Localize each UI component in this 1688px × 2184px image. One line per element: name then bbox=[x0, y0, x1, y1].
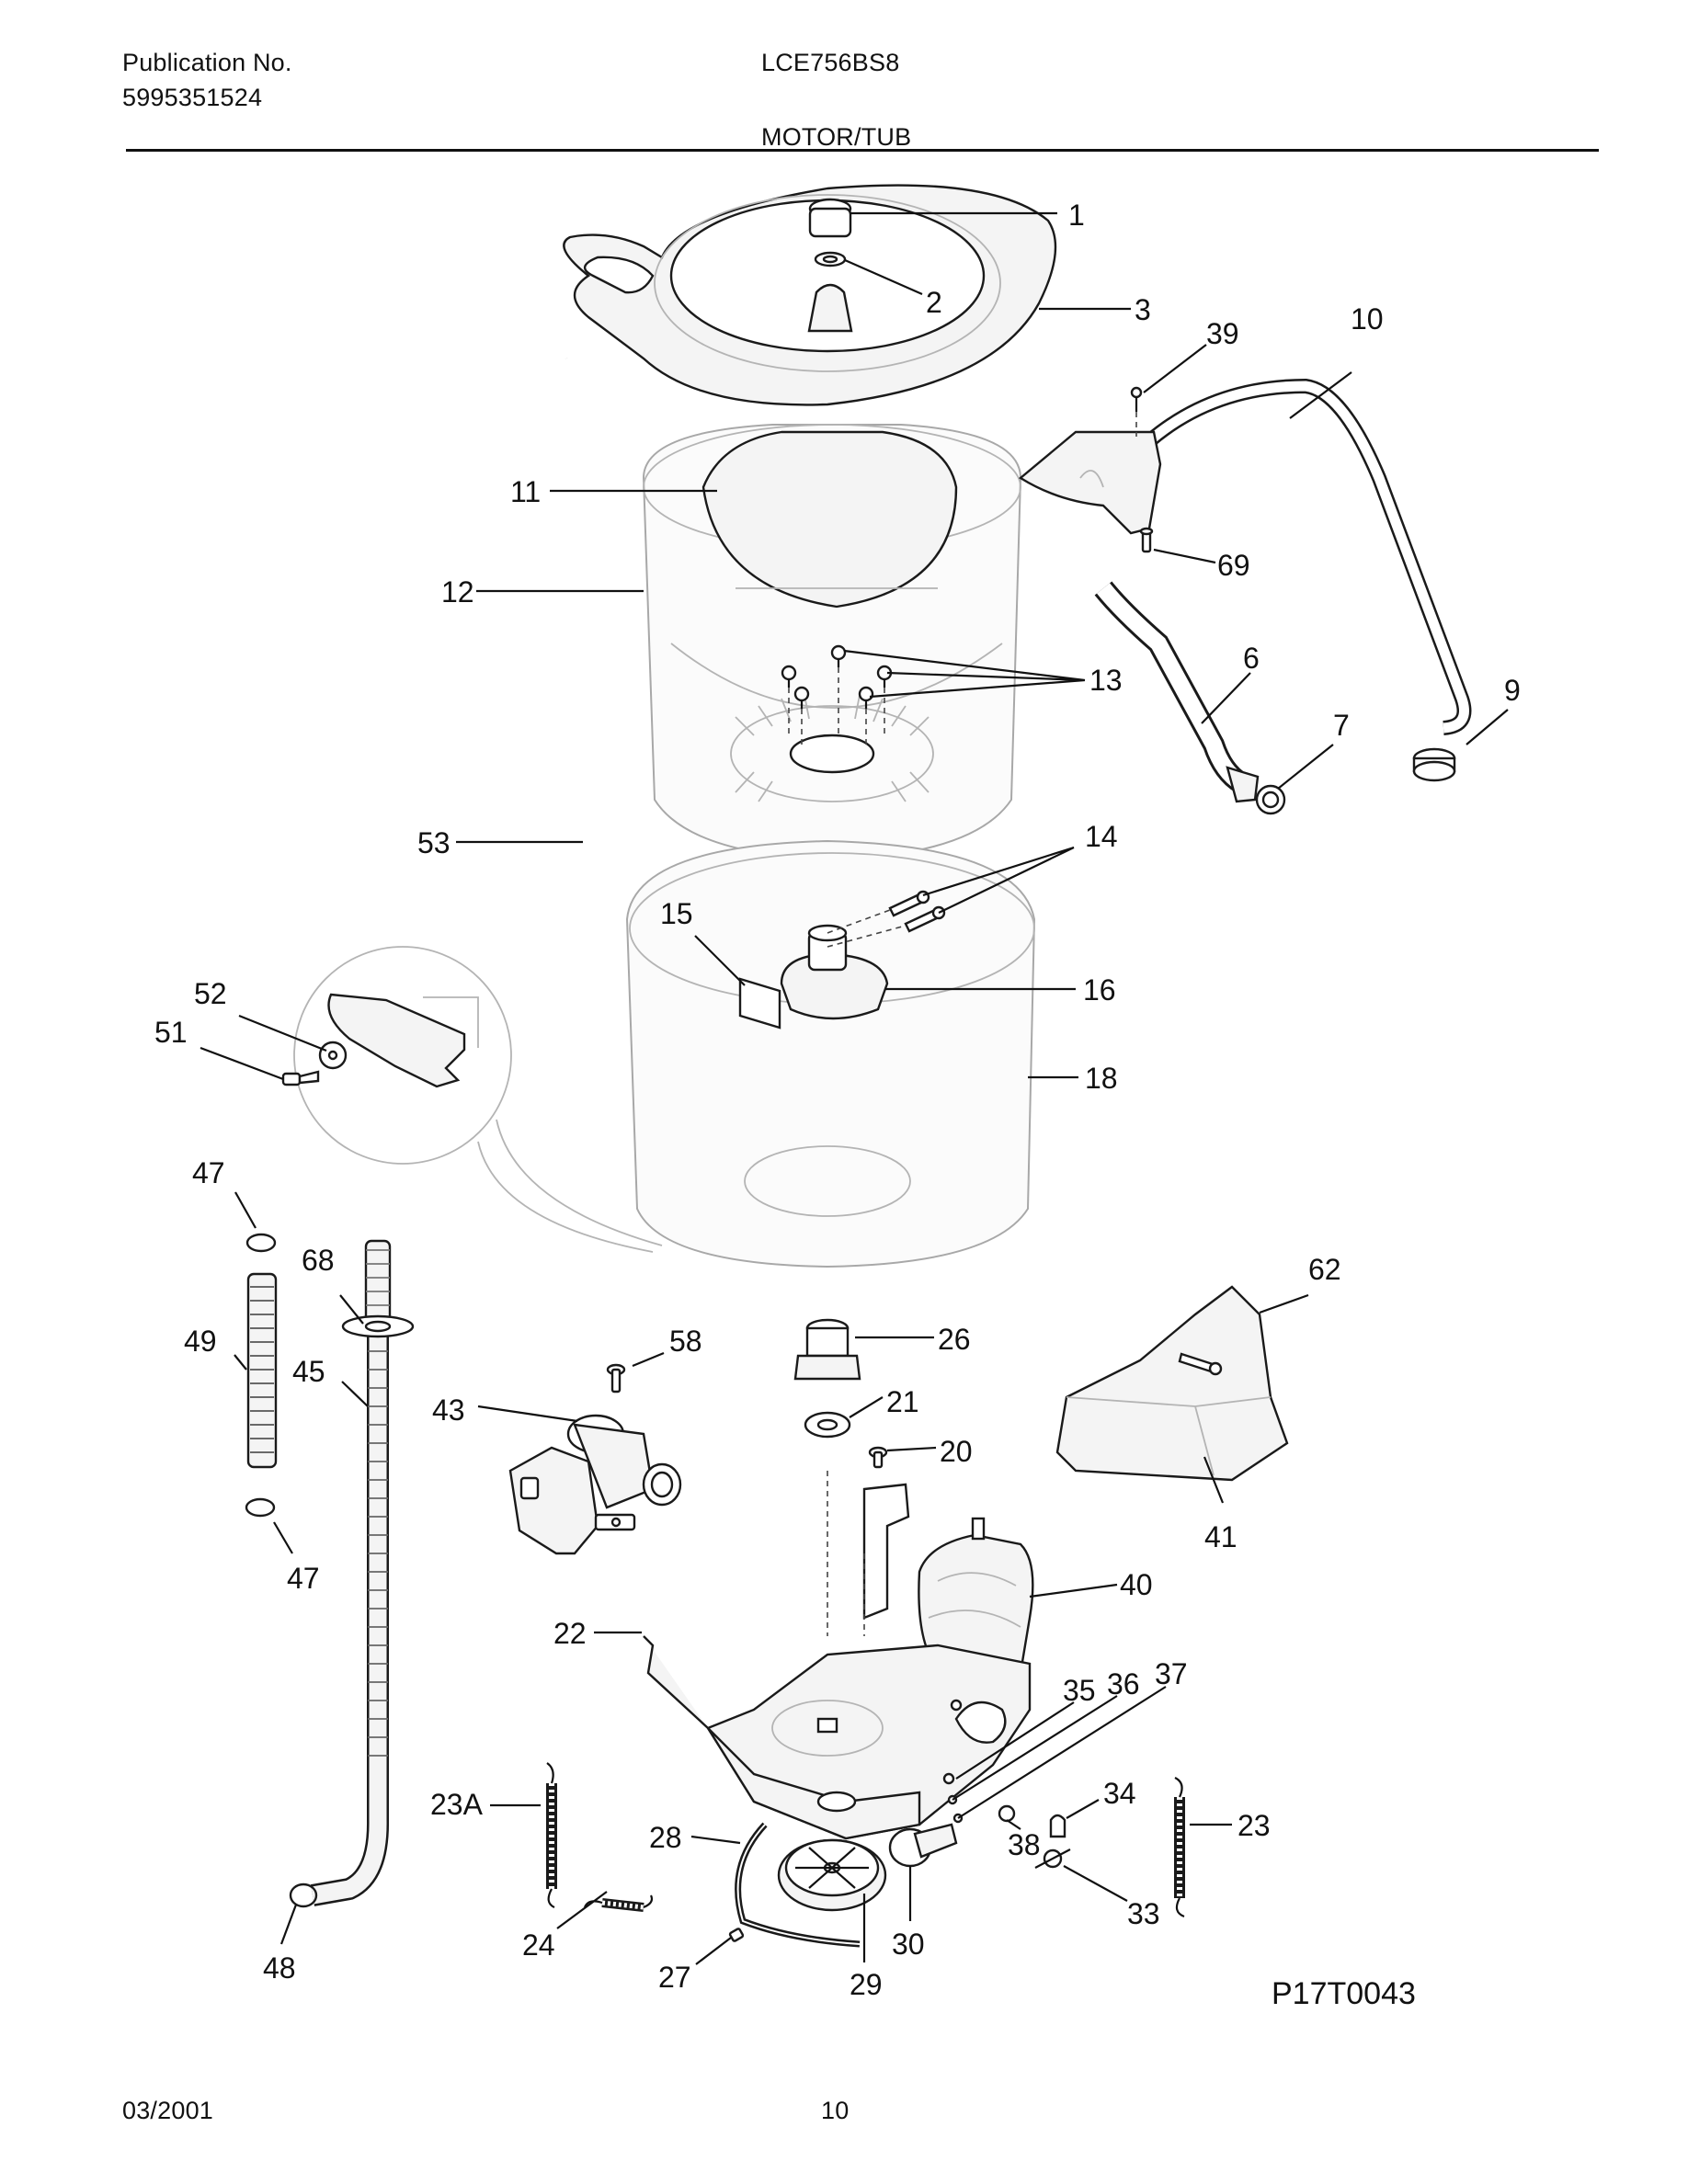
belt-28 bbox=[735, 1822, 861, 1948]
callout-24: 24 bbox=[522, 1928, 555, 1962]
clamp-47-top bbox=[245, 1233, 277, 1253]
callout-40: 40 bbox=[1120, 1568, 1153, 1601]
callout-51: 51 bbox=[154, 1016, 188, 1049]
callout-48: 48 bbox=[263, 1951, 296, 1985]
callout-52: 52 bbox=[194, 977, 227, 1010]
footer-page-number: 10 bbox=[821, 2097, 850, 2124]
bolts-14 bbox=[827, 890, 946, 948]
agitator-cap-part bbox=[807, 198, 853, 333]
callout-10: 10 bbox=[1351, 302, 1384, 336]
clip-34 bbox=[1049, 1814, 1066, 1838]
callout-30: 30 bbox=[892, 1928, 925, 1961]
clamp-48 bbox=[289, 1883, 318, 1908]
publication-number: 5995351524 bbox=[122, 84, 263, 111]
coupling-26 bbox=[793, 1318, 861, 1381]
callout-3: 3 bbox=[1135, 293, 1151, 326]
callout-68: 68 bbox=[302, 1244, 335, 1277]
callout-43: 43 bbox=[432, 1393, 465, 1427]
bolt-20 bbox=[868, 1446, 888, 1469]
pin-27 bbox=[728, 1928, 745, 1942]
shield-41 bbox=[1055, 1285, 1289, 1482]
callout-20: 20 bbox=[940, 1435, 973, 1468]
callout-47-top: 47 bbox=[192, 1156, 225, 1189]
callout-62: 62 bbox=[1308, 1253, 1341, 1286]
callout-41: 41 bbox=[1204, 1520, 1237, 1553]
callout-16: 16 bbox=[1083, 973, 1116, 1007]
callout-2: 2 bbox=[926, 286, 942, 319]
pulley-29 bbox=[777, 1838, 887, 1912]
spring-24 bbox=[583, 1894, 654, 1912]
idler-30 bbox=[888, 1823, 958, 1868]
hose-assembly-10 bbox=[1018, 378, 1472, 735]
section-title: MOTOR/TUB bbox=[761, 123, 912, 151]
screw-58 bbox=[606, 1363, 626, 1393]
callout-45: 45 bbox=[292, 1355, 325, 1388]
clamp-9 bbox=[1412, 747, 1456, 782]
callout-34: 34 bbox=[1103, 1777, 1136, 1810]
callout-28: 28 bbox=[649, 1821, 682, 1854]
callout-47-bottom: 47 bbox=[287, 1562, 320, 1595]
callout-53: 53 bbox=[417, 826, 451, 859]
callout-49: 49 bbox=[184, 1325, 217, 1358]
washer-68 bbox=[341, 1314, 415, 1338]
washer-21 bbox=[804, 1411, 851, 1439]
callout-15: 15 bbox=[660, 897, 693, 930]
callout-18: 18 bbox=[1085, 1062, 1118, 1095]
bracket-15 bbox=[738, 977, 781, 1029]
drain-hose-6 bbox=[1094, 581, 1260, 803]
callout-14: 14 bbox=[1085, 820, 1118, 853]
drain-hose-45 bbox=[310, 1239, 392, 1906]
callout-23a: 23A bbox=[430, 1788, 484, 1821]
callout-35: 35 bbox=[1063, 1674, 1096, 1707]
callout-22: 22 bbox=[553, 1617, 587, 1650]
spring-23a bbox=[546, 1762, 557, 1909]
callout-39: 39 bbox=[1206, 317, 1239, 350]
callout-1: 1 bbox=[1068, 199, 1085, 232]
callout-labels: 1 2 3 39 10 11 69 12 13 6 9 7 53 14 15 1… bbox=[154, 199, 1521, 2011]
bolt-38 bbox=[998, 1804, 1016, 1823]
clamp-47-bottom bbox=[245, 1497, 276, 1518]
tub-cover-part bbox=[563, 184, 1057, 406]
detail-magnifier bbox=[281, 946, 663, 1253]
drawing-code: P17T0043 bbox=[1272, 1976, 1416, 2011]
screws-13 bbox=[781, 644, 893, 745]
callout-6: 6 bbox=[1243, 642, 1260, 675]
callout-9: 9 bbox=[1504, 674, 1521, 707]
spring-23 bbox=[1174, 1777, 1185, 1918]
callout-7: 7 bbox=[1333, 709, 1350, 742]
callout-11: 11 bbox=[510, 475, 541, 508]
hose-49 bbox=[246, 1272, 278, 1469]
callout-33: 33 bbox=[1127, 1897, 1160, 1930]
motor-mount-22 bbox=[643, 1635, 1032, 1840]
screw-39 bbox=[1130, 386, 1143, 437]
model-number: LCE756BS8 bbox=[761, 49, 900, 76]
screw-62 bbox=[1178, 1352, 1223, 1376]
callout-37: 37 bbox=[1155, 1657, 1188, 1690]
footer-date: 03/2001 bbox=[122, 2097, 213, 2124]
gasket-7 bbox=[1255, 784, 1286, 815]
callout-26: 26 bbox=[938, 1323, 971, 1356]
leader-lines bbox=[200, 211, 1509, 1965]
header-rule bbox=[126, 149, 1599, 152]
mounting-hub-16 bbox=[780, 924, 889, 1020]
callout-27: 27 bbox=[658, 1961, 691, 1994]
screw-69 bbox=[1139, 527, 1154, 553]
callout-38: 38 bbox=[1008, 1828, 1041, 1861]
callout-13: 13 bbox=[1089, 664, 1123, 697]
motor-mount-bracket bbox=[827, 1471, 910, 1636]
callout-29: 29 bbox=[850, 1968, 883, 2001]
callout-58: 58 bbox=[669, 1325, 702, 1358]
publication-label: Publication No. bbox=[122, 49, 292, 76]
spring-33 bbox=[1034, 1848, 1071, 1869]
callout-23: 23 bbox=[1237, 1809, 1271, 1842]
pump-43 bbox=[508, 1414, 682, 1555]
callout-12: 12 bbox=[441, 575, 474, 609]
callout-69: 69 bbox=[1217, 549, 1250, 582]
callout-36: 36 bbox=[1107, 1667, 1140, 1701]
callout-21: 21 bbox=[886, 1385, 919, 1418]
